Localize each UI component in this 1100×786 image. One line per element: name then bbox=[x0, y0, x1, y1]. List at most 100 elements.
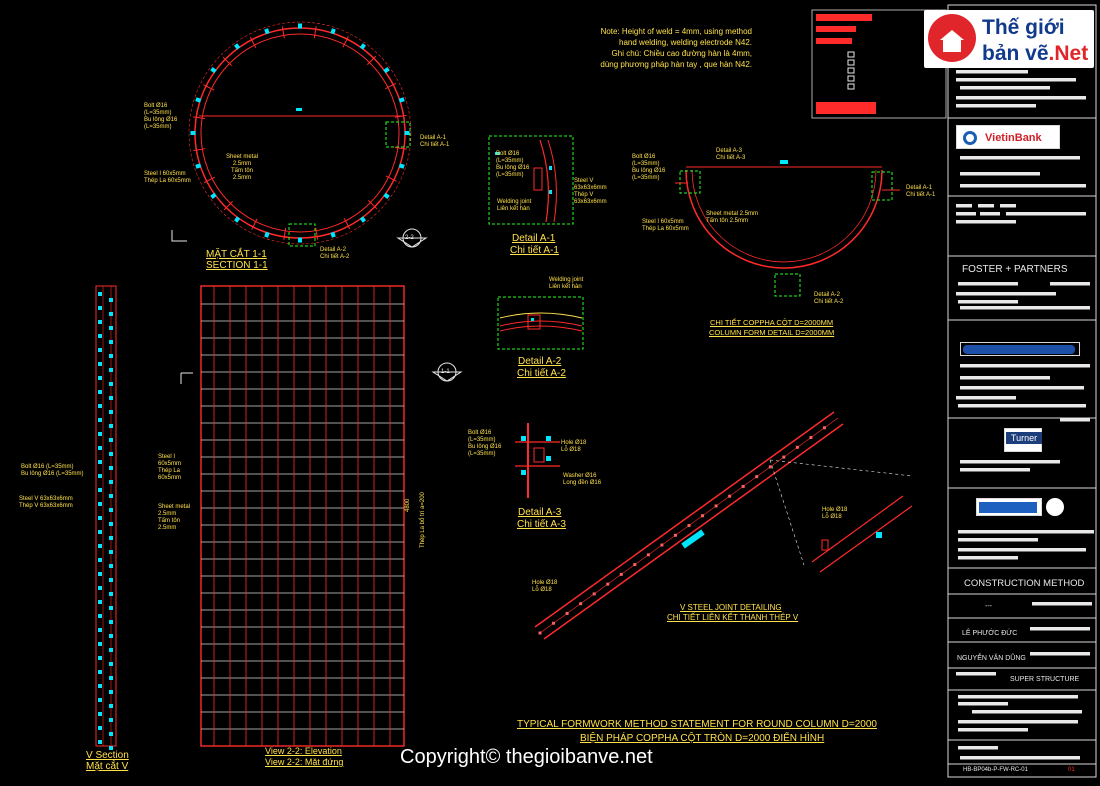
bolt-marker bbox=[109, 690, 113, 694]
vsec-bolt-label: Bolt Ø16 (L=35mm) Bu lông Ø16 (L=35mm) bbox=[21, 464, 84, 477]
text-bar bbox=[958, 548, 1086, 552]
text-bar bbox=[960, 460, 1060, 464]
bolt-marker bbox=[404, 131, 410, 135]
a3-hole-label: Hole Ø18 Lỗ Ø18 bbox=[561, 440, 587, 453]
copyright-watermark: Copyright© thegioibanve.net bbox=[400, 746, 653, 768]
hole-marker bbox=[822, 426, 826, 430]
v-section-drawing bbox=[95, 285, 117, 747]
bolt-marker bbox=[98, 600, 102, 604]
bolt-marker bbox=[210, 67, 217, 74]
note-line: dùng phương pháp hàn tay , que hàn N42. bbox=[600, 60, 752, 69]
text-bar bbox=[956, 396, 1016, 400]
rib-line bbox=[368, 200, 378, 210]
text-bar bbox=[956, 212, 976, 216]
bolt-marker bbox=[109, 564, 113, 568]
text-bar bbox=[956, 70, 1028, 74]
architect-name: FOSTER + PARTNERS bbox=[962, 264, 1068, 275]
rib-line bbox=[203, 84, 215, 91]
a1-bolt-label: Bolt Ø16 (L=35mm) Bu lông Ø16 (L=35mm) bbox=[496, 151, 530, 178]
hole-marker bbox=[714, 504, 718, 508]
bolt-marker bbox=[98, 516, 102, 520]
bolt-marker bbox=[195, 97, 202, 103]
seal-icon bbox=[1046, 498, 1064, 516]
bolt-marker bbox=[264, 28, 270, 35]
text-bar bbox=[958, 728, 1028, 732]
text-bar bbox=[958, 695, 1078, 699]
hole-marker bbox=[538, 631, 542, 635]
checkbox-mark bbox=[847, 51, 855, 58]
detail-a3-title: Detail A-3 bbox=[518, 507, 562, 518]
rib-line bbox=[193, 148, 206, 152]
text-bar bbox=[1060, 418, 1090, 422]
bolt-marker bbox=[109, 606, 113, 610]
text-bar bbox=[958, 530, 1094, 534]
hole-marker bbox=[755, 475, 759, 479]
steel-label: Steel I 60x5mm Thép La 60x5mm bbox=[144, 171, 191, 184]
drawing-number: HB-BP04b-P-FW-RC-01 bbox=[963, 767, 1028, 773]
v-joint-subtitle: CHI TIẾT LIÊN KẾT THANH THÉP V bbox=[667, 613, 799, 622]
bolt-marker bbox=[98, 698, 102, 702]
bolt-marker bbox=[264, 231, 270, 238]
bolt-marker bbox=[98, 544, 102, 548]
section-1-1-subtitle: SECTION 1-1 bbox=[206, 260, 268, 271]
bolt-marker bbox=[109, 620, 113, 624]
detail-a1-drawing bbox=[488, 135, 574, 225]
dash-text: --- bbox=[985, 603, 992, 610]
site-logo[interactable]: Thế giới bản vẽ.Net bbox=[924, 10, 1094, 68]
text-bar bbox=[956, 78, 1076, 82]
hole-marker bbox=[552, 621, 556, 625]
text-bar bbox=[958, 702, 1008, 706]
v-joint-hole-markers bbox=[538, 426, 826, 635]
rib-line bbox=[223, 201, 233, 211]
bolt-marker bbox=[109, 396, 113, 400]
text-bar bbox=[956, 292, 1056, 296]
text-bar bbox=[960, 756, 1080, 760]
cf-a3-callout: Detail A-3 Chi tiết A-3 bbox=[716, 148, 746, 161]
checkbox-mark bbox=[847, 67, 855, 74]
text-bar bbox=[958, 282, 1018, 286]
text-bar bbox=[958, 720, 1078, 724]
bolt-marker bbox=[109, 648, 113, 652]
section-tag: 2-2 bbox=[405, 235, 414, 241]
logo-line2: bản vẽ bbox=[982, 42, 1049, 65]
rib-line bbox=[193, 116, 206, 120]
cf-sheet-label: Sheet metal 2.5mm Tấm tôn 2.5mm bbox=[706, 211, 759, 224]
main-title: TYPICAL FORMWORK METHOD STATEMENT FOR RO… bbox=[517, 719, 877, 730]
sheet-number: 01 bbox=[1068, 767, 1075, 773]
rib-line bbox=[222, 56, 232, 66]
a3-bolt-label: Bolt Ø16 (L=35mm) Bu lông Ø16 (L=35mm) bbox=[468, 430, 502, 457]
checkbox-mark bbox=[847, 75, 855, 82]
bolt-marker bbox=[210, 192, 217, 199]
rib-line bbox=[249, 36, 257, 49]
bolt-marker bbox=[398, 97, 405, 103]
bolt-marker bbox=[109, 410, 113, 414]
hole-marker bbox=[795, 445, 799, 449]
rib-line bbox=[313, 26, 317, 39]
elev-steel-label: Steel I 60x5mm Thép La 60x5mm bbox=[158, 454, 182, 481]
bolt-marker bbox=[109, 382, 113, 386]
bolt-marker bbox=[98, 558, 102, 562]
bolt-marker bbox=[98, 530, 102, 534]
text-bar bbox=[1030, 627, 1090, 631]
checkbox-mark bbox=[847, 59, 855, 66]
elev-sheet-label: Sheet metal 2.5mm Tấm tôn 2.5mm bbox=[158, 504, 191, 531]
text-bar bbox=[1050, 282, 1090, 286]
rib-line bbox=[384, 82, 397, 90]
text-bar bbox=[960, 86, 1050, 90]
text-bar bbox=[960, 172, 1040, 176]
rib-line bbox=[315, 227, 319, 240]
bolt-marker bbox=[109, 732, 113, 736]
title-block-frame bbox=[811, 4, 1097, 778]
rib-line bbox=[394, 146, 407, 150]
text-bar bbox=[958, 556, 1018, 560]
bolt-marker bbox=[109, 578, 113, 582]
column-form-detail-drawing bbox=[675, 160, 900, 297]
ring-bolt-markers bbox=[190, 23, 410, 243]
bolt-marker bbox=[359, 43, 366, 50]
rib-line bbox=[385, 175, 397, 182]
text-bar bbox=[1000, 204, 1016, 208]
bolt-marker bbox=[109, 508, 113, 512]
section-name: CONSTRUCTION METHOD bbox=[964, 578, 1085, 589]
note-line: Note: Height of weld = 4mm, using method bbox=[600, 27, 752, 36]
